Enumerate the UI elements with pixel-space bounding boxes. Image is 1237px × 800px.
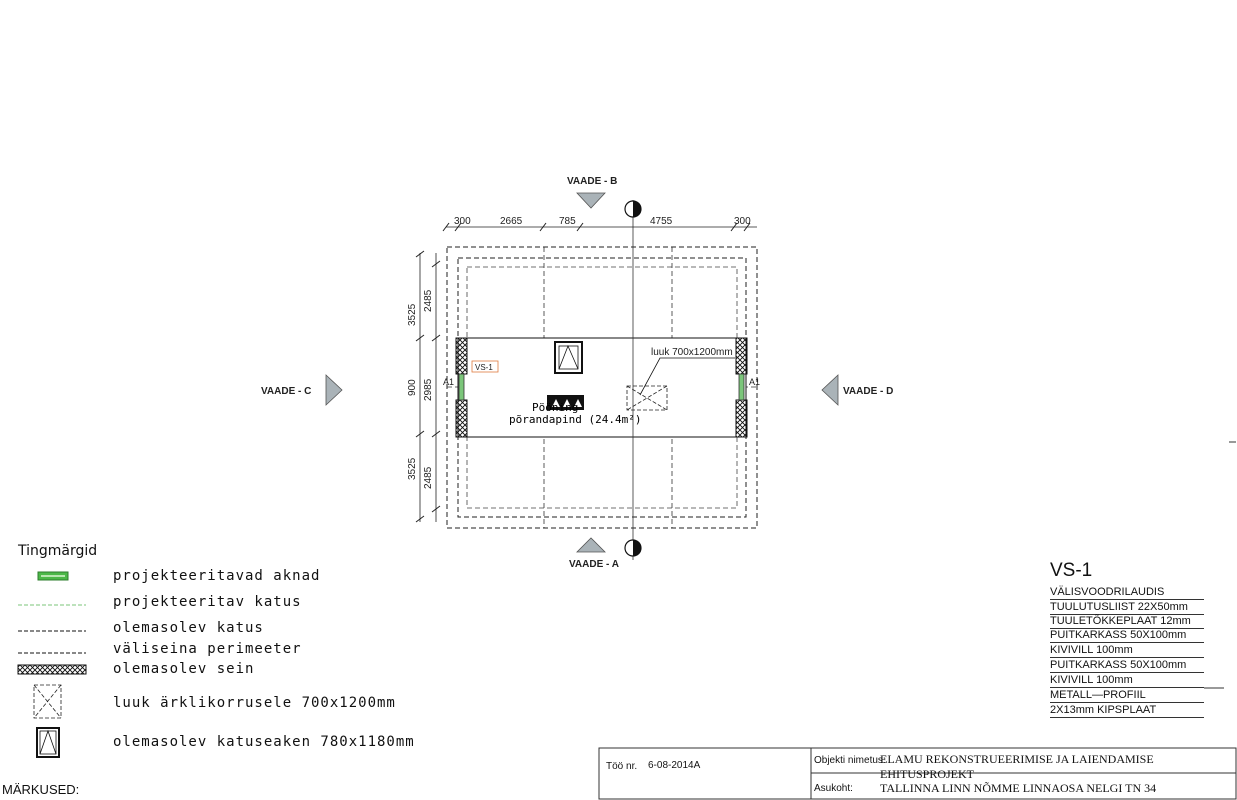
dim-left-inner-3: 2485 xyxy=(423,466,434,489)
view-label-left: VAADE - C xyxy=(261,386,311,397)
legend-label-hatch: luuk ärklikorrusele 700x1200mm xyxy=(113,695,396,711)
wall-type-title: VS-1 xyxy=(1050,560,1093,581)
legend-label-existing-roof: olemasolev katus xyxy=(113,620,264,636)
wall-layer: KIVIVILL 100mm xyxy=(1050,644,1204,658)
object-label: Objekti nimetus: xyxy=(814,755,886,766)
dim-top-2: 2665 xyxy=(500,216,523,227)
wall-layer: KIVIVILL 100mm xyxy=(1050,674,1204,688)
legend-symbol-roof-window xyxy=(36,727,60,758)
wall-layer: PUITKARKASS 50X100mm xyxy=(1050,659,1204,673)
location: TALLINNA LINN NÕMME LINNAOSA NELGI TN 34 xyxy=(880,781,1157,795)
room-name: Pööning xyxy=(532,401,578,414)
legend-symbol-hatch xyxy=(33,684,62,719)
existing-wall-right-bottom xyxy=(735,399,748,438)
dim-left-inner-1: 2485 xyxy=(423,289,434,312)
object-name: ELAMU REKONSTRUEERIMISE JA LAIENDAMISE E… xyxy=(880,752,1154,781)
wall-layer: METALL—PROFIIL xyxy=(1050,689,1204,703)
location-label: Asukoht: xyxy=(814,783,853,794)
view-arrow-bottom xyxy=(576,537,606,553)
dormer-floor xyxy=(457,337,747,438)
dim-left-outer-3: 3525 xyxy=(407,457,418,480)
window-mark-right: A1 xyxy=(749,377,760,387)
wall-layer: VÄLISVOODRILAUDIS xyxy=(1050,586,1204,600)
axis-marker-top xyxy=(624,200,642,218)
legend-label-perimeter: väliseina perimeeter xyxy=(113,641,302,657)
work-no: 6-08-2014A xyxy=(648,760,701,771)
wall-tag: VS-1 xyxy=(475,363,493,372)
view-arrow-top xyxy=(576,192,606,209)
wall-layer: PUITKARKASS 50X100mm xyxy=(1050,629,1204,643)
dim-left-inner-2: 2985 xyxy=(423,378,434,401)
existing-wall-right-top xyxy=(735,337,748,375)
window-right xyxy=(738,373,745,401)
work-no-label: Töö nr. xyxy=(606,761,638,772)
legend-label-projected-roof: projekteeritav katus xyxy=(113,594,302,610)
wall-layer: TUULUTUSLIIST 22X50mm xyxy=(1050,601,1204,615)
window-mark-left: A1 xyxy=(443,377,454,387)
hatch-label: luuk 700x1200mm xyxy=(651,347,733,358)
existing-wall-left-bottom xyxy=(455,399,468,438)
view-label-right: VAADE - D xyxy=(843,386,893,397)
view-label-bottom: VAADE - A xyxy=(569,559,619,570)
dim-left-outer-1: 3525 xyxy=(407,303,418,326)
legend-label-existing-wall: olemasolev sein xyxy=(113,661,255,677)
roof-window xyxy=(554,341,583,374)
chimney-block xyxy=(547,395,584,410)
wall-layer: 2X13mm KIPSPLAAT xyxy=(1050,704,1204,718)
existing-wall-left-top xyxy=(455,337,468,375)
room-area: põrandapind (24.4m²) xyxy=(509,413,641,426)
hatch-opening xyxy=(626,357,735,411)
dim-top-5: 300 xyxy=(734,216,751,227)
dim-left-outer-2: 900 xyxy=(407,379,418,396)
view-label-top: VAADE - B xyxy=(567,176,617,187)
legend-label-windows: projekteeritavad aknad xyxy=(113,568,321,584)
title-block xyxy=(598,747,1237,800)
dim-top-1: 300 xyxy=(454,216,471,227)
dim-top-3: 785 xyxy=(559,216,576,227)
notes-label: MÄRKUSED: xyxy=(2,782,80,797)
view-arrow-right xyxy=(821,374,839,406)
axis-marker-bottom xyxy=(624,539,642,557)
wall-layer: TUULETÕKKEPLAAT 12mm xyxy=(1050,615,1204,629)
dim-top-4: 4755 xyxy=(650,216,673,227)
legend-label-roof-window: olemasolev katuseaken 780x1180mm xyxy=(113,734,415,750)
legend-title: Tingmärgid xyxy=(18,543,98,559)
legend-symbol-existing-wall xyxy=(17,664,87,675)
view-arrow-left xyxy=(325,374,343,406)
window-left xyxy=(458,373,465,401)
roof-outline xyxy=(446,246,758,529)
